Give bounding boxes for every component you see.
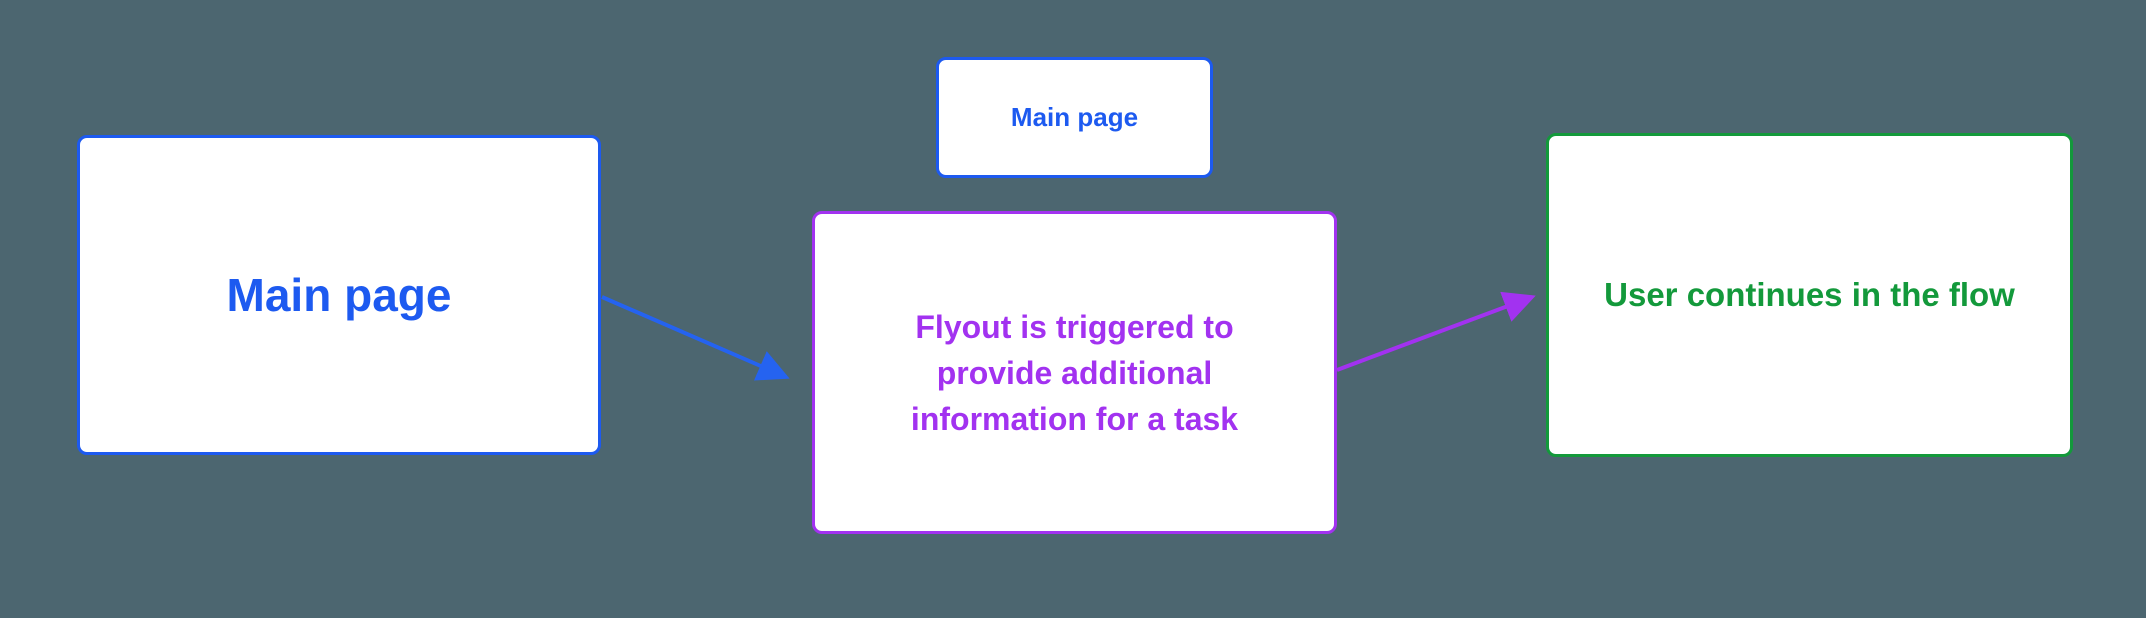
node-user-continues-label: User continues in the flow	[1604, 276, 2015, 313]
node-flyout-label: Flyout is triggered to provide additiona…	[910, 308, 1239, 437]
node-flyout[interactable]: Flyout is triggered to provide additiona…	[812, 211, 1337, 534]
node-main-page-label: Main page	[226, 269, 452, 321]
node-main-page-small-label: Main page	[1010, 102, 1139, 132]
node-main-page[interactable]: Main page	[77, 135, 601, 455]
node-user-continues[interactable]: User continues in the flow	[1546, 133, 2073, 457]
connector-main-to-flyout[interactable]	[601, 295, 790, 381]
connector-flyout-to-continue[interactable]	[1336, 291, 1536, 372]
node-main-page-small[interactable]: Main page	[936, 57, 1213, 178]
